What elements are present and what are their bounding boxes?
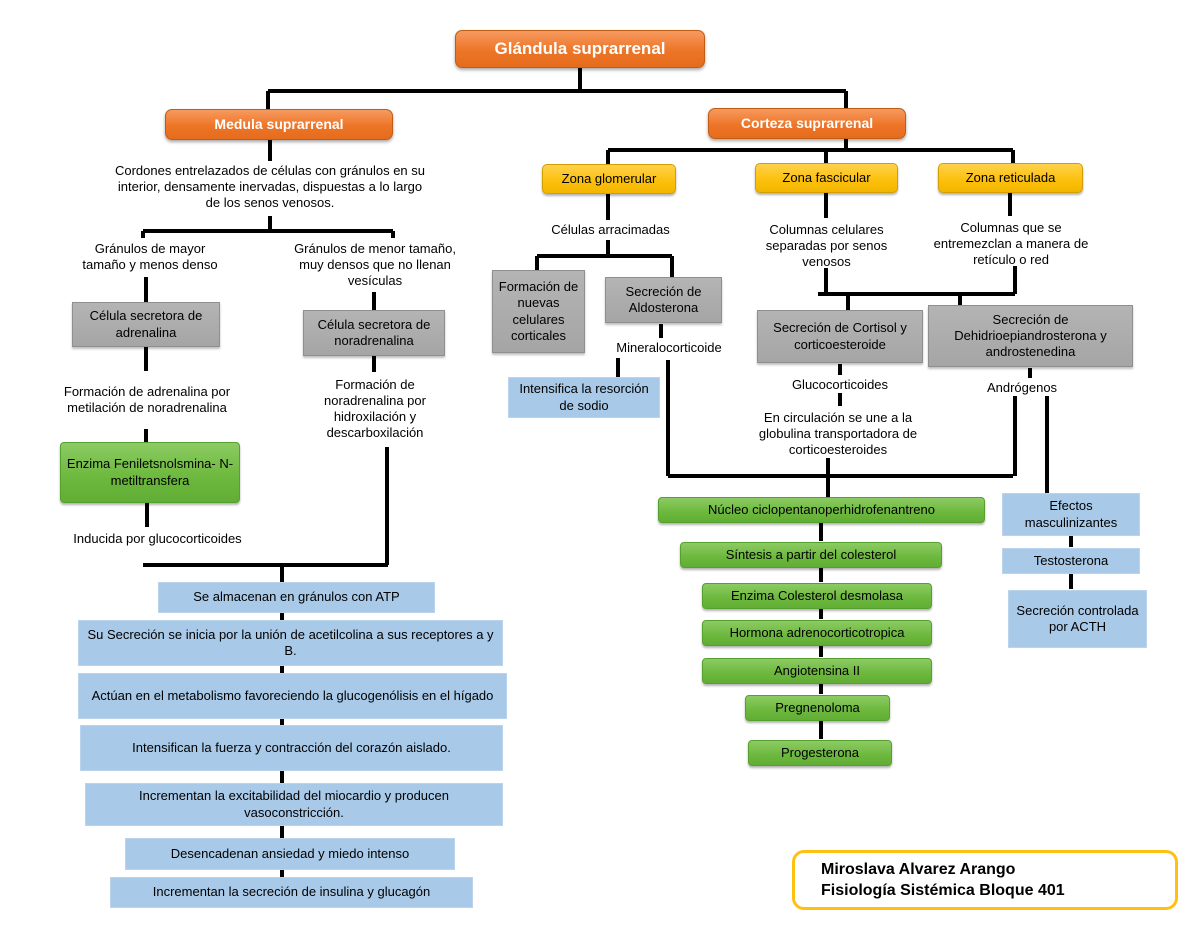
- node-angiotensina-ii: Angiotensina II: [702, 658, 932, 684]
- text-glucocorticoides: Glucocorticoides: [791, 376, 889, 392]
- node-sintesis-colesterol: Síntesis a partir del colesterol: [680, 542, 942, 568]
- text-celulas-arracimadas: Células arracimadas: [551, 221, 670, 237]
- node-efecto-secrecion-acetilcolina: Su Secreción se inicia por la unión de a…: [78, 620, 503, 666]
- node-secrecion-controlada-acth: Secreción controlada por ACTH: [1008, 590, 1147, 648]
- text-mineralocorticoide: Mineralocorticoide: [616, 339, 722, 355]
- text-granulos-mayor: Gránulos de mayor tamaño y menos denso: [82, 240, 218, 272]
- node-efecto-fuerza-corazon: Intensifican la fuerza y contracción del…: [80, 725, 503, 771]
- node-corteza-suprarrenal: Corteza suprarrenal: [708, 108, 906, 139]
- node-secrecion-cortisol: Secreción de Cortisol y corticoesteroide: [757, 310, 923, 363]
- node-efecto-insulina-glucagon: Incrementan la secreción de insulina y g…: [110, 877, 473, 908]
- text-granulos-menor: Gránulos de menor tamaño, muy densos que…: [294, 240, 456, 289]
- text-formacion-noradrenalina: Formación de noradrenalina por hidroxila…: [324, 376, 426, 441]
- node-glandula-suprarrenal: Glándula suprarrenal: [455, 30, 705, 68]
- node-efecto-metabolismo-glucogenolisis: Actúan en el metabolismo favoreciendo la…: [78, 673, 507, 719]
- credit-author: Miroslava Alvarez Arango: [821, 860, 1016, 878]
- credit-course: Fisiología Sistémica Bloque 401: [821, 882, 1065, 899]
- node-nucleo-ciclopentanoperhidrofenantreno: Núcleo ciclopentanoperhidrofenantreno: [658, 497, 985, 523]
- node-hormona-adrenocorticotropica: Hormona adrenocorticotropica: [702, 620, 932, 646]
- text-formacion-adrenalina: Formación de adrenalina por metilación d…: [63, 383, 231, 415]
- node-efecto-excitabilidad-miocardio: Incrementan la excitabilidad del miocard…: [85, 783, 503, 826]
- node-enzima-colesterol-desmolasa: Enzima Colesterol desmolasa: [702, 583, 932, 609]
- node-efectos-masculinizantes: Efectos masculinizantes: [1002, 493, 1140, 536]
- node-enzima-feniletanolamina: Enzima Feniletsnolsmina- N- metiltransfe…: [60, 442, 240, 503]
- node-formacion-nuevas-celulares: Formación de nuevas celulares corticales: [492, 270, 585, 353]
- node-zona-reticulada: Zona reticulada: [938, 163, 1083, 193]
- node-efecto-ansiedad-miedo: Desencadenan ansiedad y miedo intenso: [125, 838, 455, 870]
- node-secrecion-aldosterona: Secreción de Aldosterona: [605, 277, 722, 323]
- node-pregnenoloma: Pregnenoloma: [745, 695, 890, 721]
- text-inducida-glucocorticoides: Inducida por glucocorticoides: [73, 530, 242, 546]
- text-androgenos: Andrógenos: [986, 379, 1058, 395]
- node-intensifica-resorcion-sodio: Intensifica la resorción de sodio: [508, 377, 660, 418]
- node-secrecion-dehidroepiandrosterona: Secreción de Dehidrioepiandrosterona y a…: [928, 305, 1133, 367]
- node-celula-secretora-noradrenalina: Célula secretora de noradrenalina: [303, 310, 445, 356]
- text-medula-descripcion: Cordones entrelazados de células con grá…: [114, 162, 426, 211]
- node-zona-glomerular: Zona glomerular: [542, 164, 676, 194]
- node-zona-fascicular: Zona fascicular: [755, 163, 898, 193]
- node-efecto-granulos-atp: Se almacenan en gránulos con ATP: [158, 582, 435, 613]
- text-en-circulacion-globulina: En circulación se une a la globulina tra…: [758, 409, 918, 458]
- node-testosterona: Testosterona: [1002, 548, 1140, 574]
- node-progesterona: Progesterona: [748, 740, 892, 766]
- node-celula-secretora-adrenalina: Célula secretora de adrenalina: [72, 302, 220, 347]
- text-columnas-celulares: Columnas celulares separadas por senos v…: [765, 221, 888, 270]
- credit-box: Miroslava Alvarez Arango Fisiología Sist…: [792, 850, 1178, 910]
- text-columnas-entremezclan: Columnas que se entremezclan a manera de…: [933, 219, 1089, 268]
- node-medula-suprarrenal: Medula suprarrenal: [165, 109, 393, 140]
